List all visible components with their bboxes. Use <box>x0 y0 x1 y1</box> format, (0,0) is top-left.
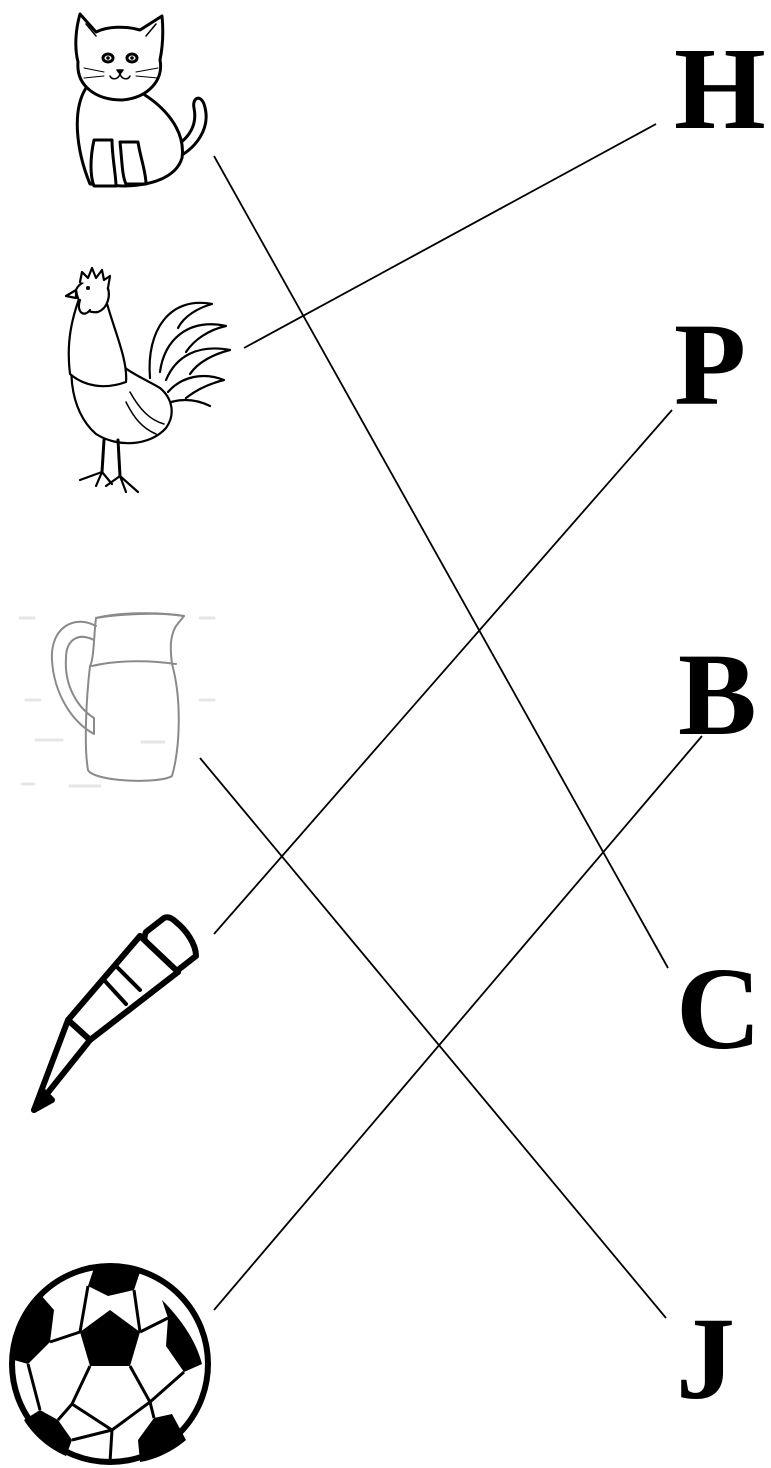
match-line-cat-c <box>214 156 668 968</box>
match-line-ball-b <box>214 736 702 1310</box>
match-line-pencil-p <box>214 410 672 934</box>
letter-j[interactable]: J <box>676 1300 735 1418</box>
match-line-rooster-h <box>244 124 656 348</box>
rooster-icon[interactable] <box>66 268 230 492</box>
cat-icon[interactable] <box>76 14 206 186</box>
soccer-ball-icon[interactable] <box>12 1266 208 1462</box>
jug-icon[interactable] <box>20 613 214 786</box>
letter-h[interactable]: H <box>674 30 766 148</box>
letter-c[interactable]: C <box>676 950 761 1068</box>
match-lines <box>200 124 702 1318</box>
match-line-jug-j <box>200 758 666 1318</box>
pencil-icon[interactable] <box>34 917 196 1110</box>
letter-b[interactable]: B <box>678 636 757 754</box>
letter-p[interactable]: P <box>674 306 746 424</box>
